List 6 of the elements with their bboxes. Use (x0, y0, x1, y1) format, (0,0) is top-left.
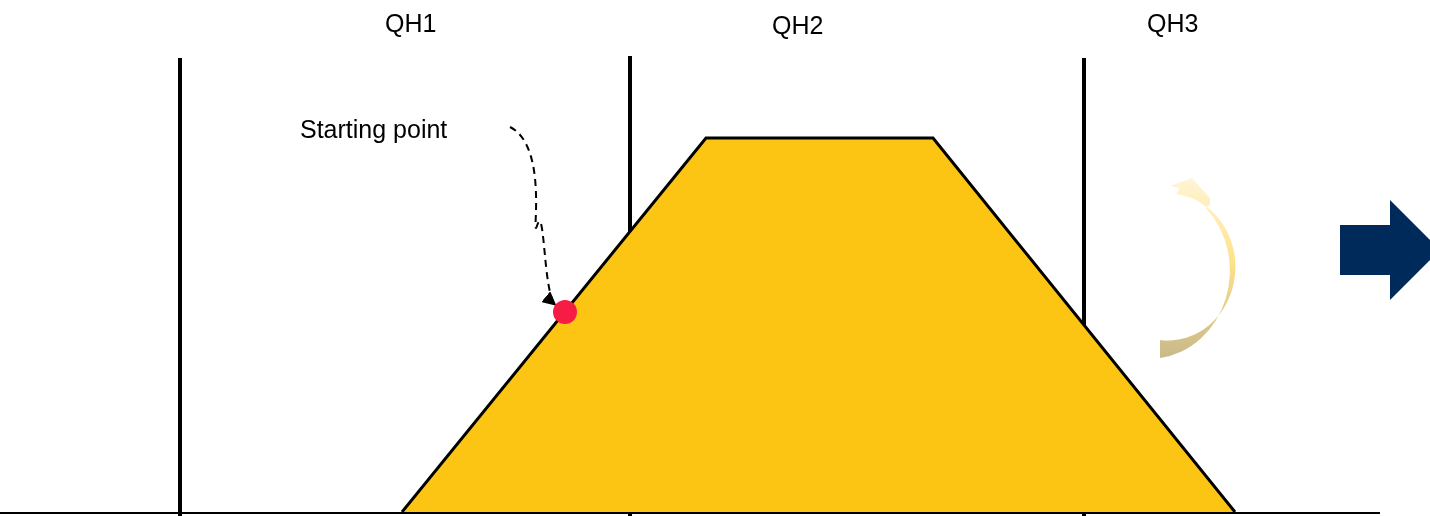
column-label: QH2 (772, 10, 824, 41)
annotation-text: Starting point (300, 114, 449, 145)
arrow (509, 126, 557, 306)
column-label: QH3 (1147, 8, 1199, 39)
point-marker (553, 300, 577, 324)
column-label: QH1 (385, 8, 437, 39)
